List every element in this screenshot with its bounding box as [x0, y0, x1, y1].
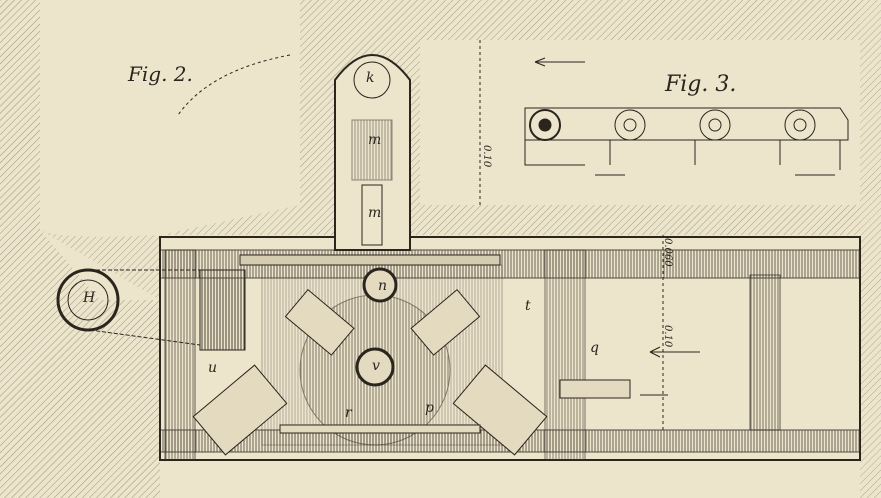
label-u: u — [208, 360, 218, 376]
cutter-chain-arm — [239, 54, 501, 266]
fig3-caption: Fig. 3. — [665, 72, 737, 97]
dimension-right-height: 0.10 — [662, 325, 673, 348]
engine-cylinders — [192, 267, 631, 456]
label-q: q — [590, 340, 599, 356]
label-r: r — [345, 405, 352, 421]
label-k: k — [366, 70, 375, 86]
label-m-lower: m — [368, 205, 382, 221]
fig2-caption: Fig. 2. — [128, 62, 193, 86]
winding-drum — [56, 268, 201, 346]
machine-frame — [159, 236, 861, 461]
dimension-rail-gap: 0.060 — [662, 238, 673, 267]
label-n: n — [378, 278, 388, 294]
fig3-chain-detail — [524, 107, 849, 176]
label-t: t — [525, 298, 531, 314]
label-v: v — [372, 358, 380, 374]
dimension-lines — [177, 40, 700, 430]
dimension-shaft-height: 0.10 — [481, 145, 492, 168]
label-p: p — [425, 400, 434, 416]
label-m-upper: m — [368, 132, 382, 148]
label-H: H — [83, 290, 96, 306]
